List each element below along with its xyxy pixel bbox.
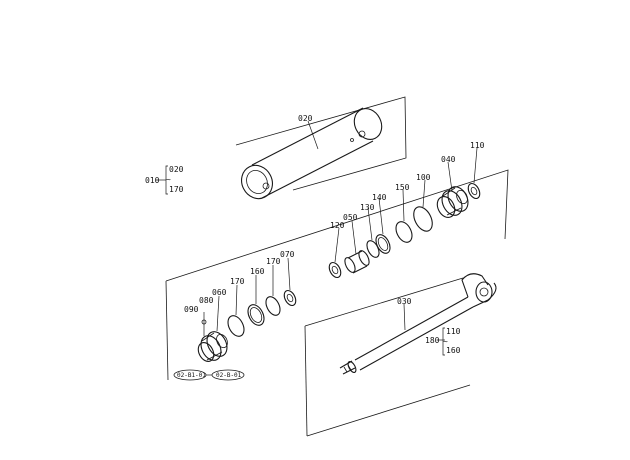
label-050: 050: [343, 213, 358, 222]
frame-lines: [165, 96, 509, 437]
label-090: 090: [184, 305, 199, 314]
seal-rings-lower: [227, 289, 297, 337]
label-110: 110: [470, 141, 485, 150]
ref-code-right: 02-B-01: [216, 372, 242, 379]
seal-rings-upper: [366, 206, 433, 258]
label-110-range-start: 110: [446, 327, 461, 336]
reference-codes: 02-B1-01 02-B-01: [173, 369, 245, 381]
pin-080: [201, 312, 207, 336]
label-range-tilde: ~: [166, 175, 171, 184]
cylinder-tube: [241, 107, 383, 200]
label-140: 140: [372, 193, 387, 202]
label-170-range-end: 170: [169, 185, 184, 194]
label-060: 060: [212, 288, 227, 297]
piston-rod: [339, 273, 497, 375]
label-120: 120: [330, 221, 345, 230]
range-brackets: [165, 165, 445, 356]
label-170-lower: 170: [230, 277, 245, 286]
ref-code-left: 02-B1-01: [177, 372, 206, 379]
label-040: 040: [441, 155, 456, 164]
label-180: 180: [425, 336, 440, 345]
label-030: 030: [397, 297, 412, 306]
nut-120: [328, 261, 342, 279]
label-070: 070: [280, 250, 295, 259]
label-160-range-end: 160: [446, 346, 461, 355]
label-080: 080: [199, 296, 214, 305]
label-150: 150: [395, 183, 410, 192]
label-020: 020: [298, 114, 313, 123]
label-130: 130: [360, 203, 375, 212]
label-010: 010: [145, 176, 160, 185]
leader-lines: [156, 120, 478, 341]
label-range-tilde-rod: ~: [443, 337, 448, 346]
label-100: 100: [416, 173, 431, 182]
gland-assembly: [436, 186, 469, 219]
piston-060: [197, 331, 228, 363]
bushing-050: [344, 250, 370, 274]
part-labels: 020 010 020 ~ 170 040 110 100 150 140 13…: [145, 114, 485, 355]
label-160: 160: [250, 267, 265, 276]
label-170: 170: [266, 257, 281, 266]
label-020-range-start: 020: [169, 165, 184, 174]
washer-110: [467, 182, 481, 200]
